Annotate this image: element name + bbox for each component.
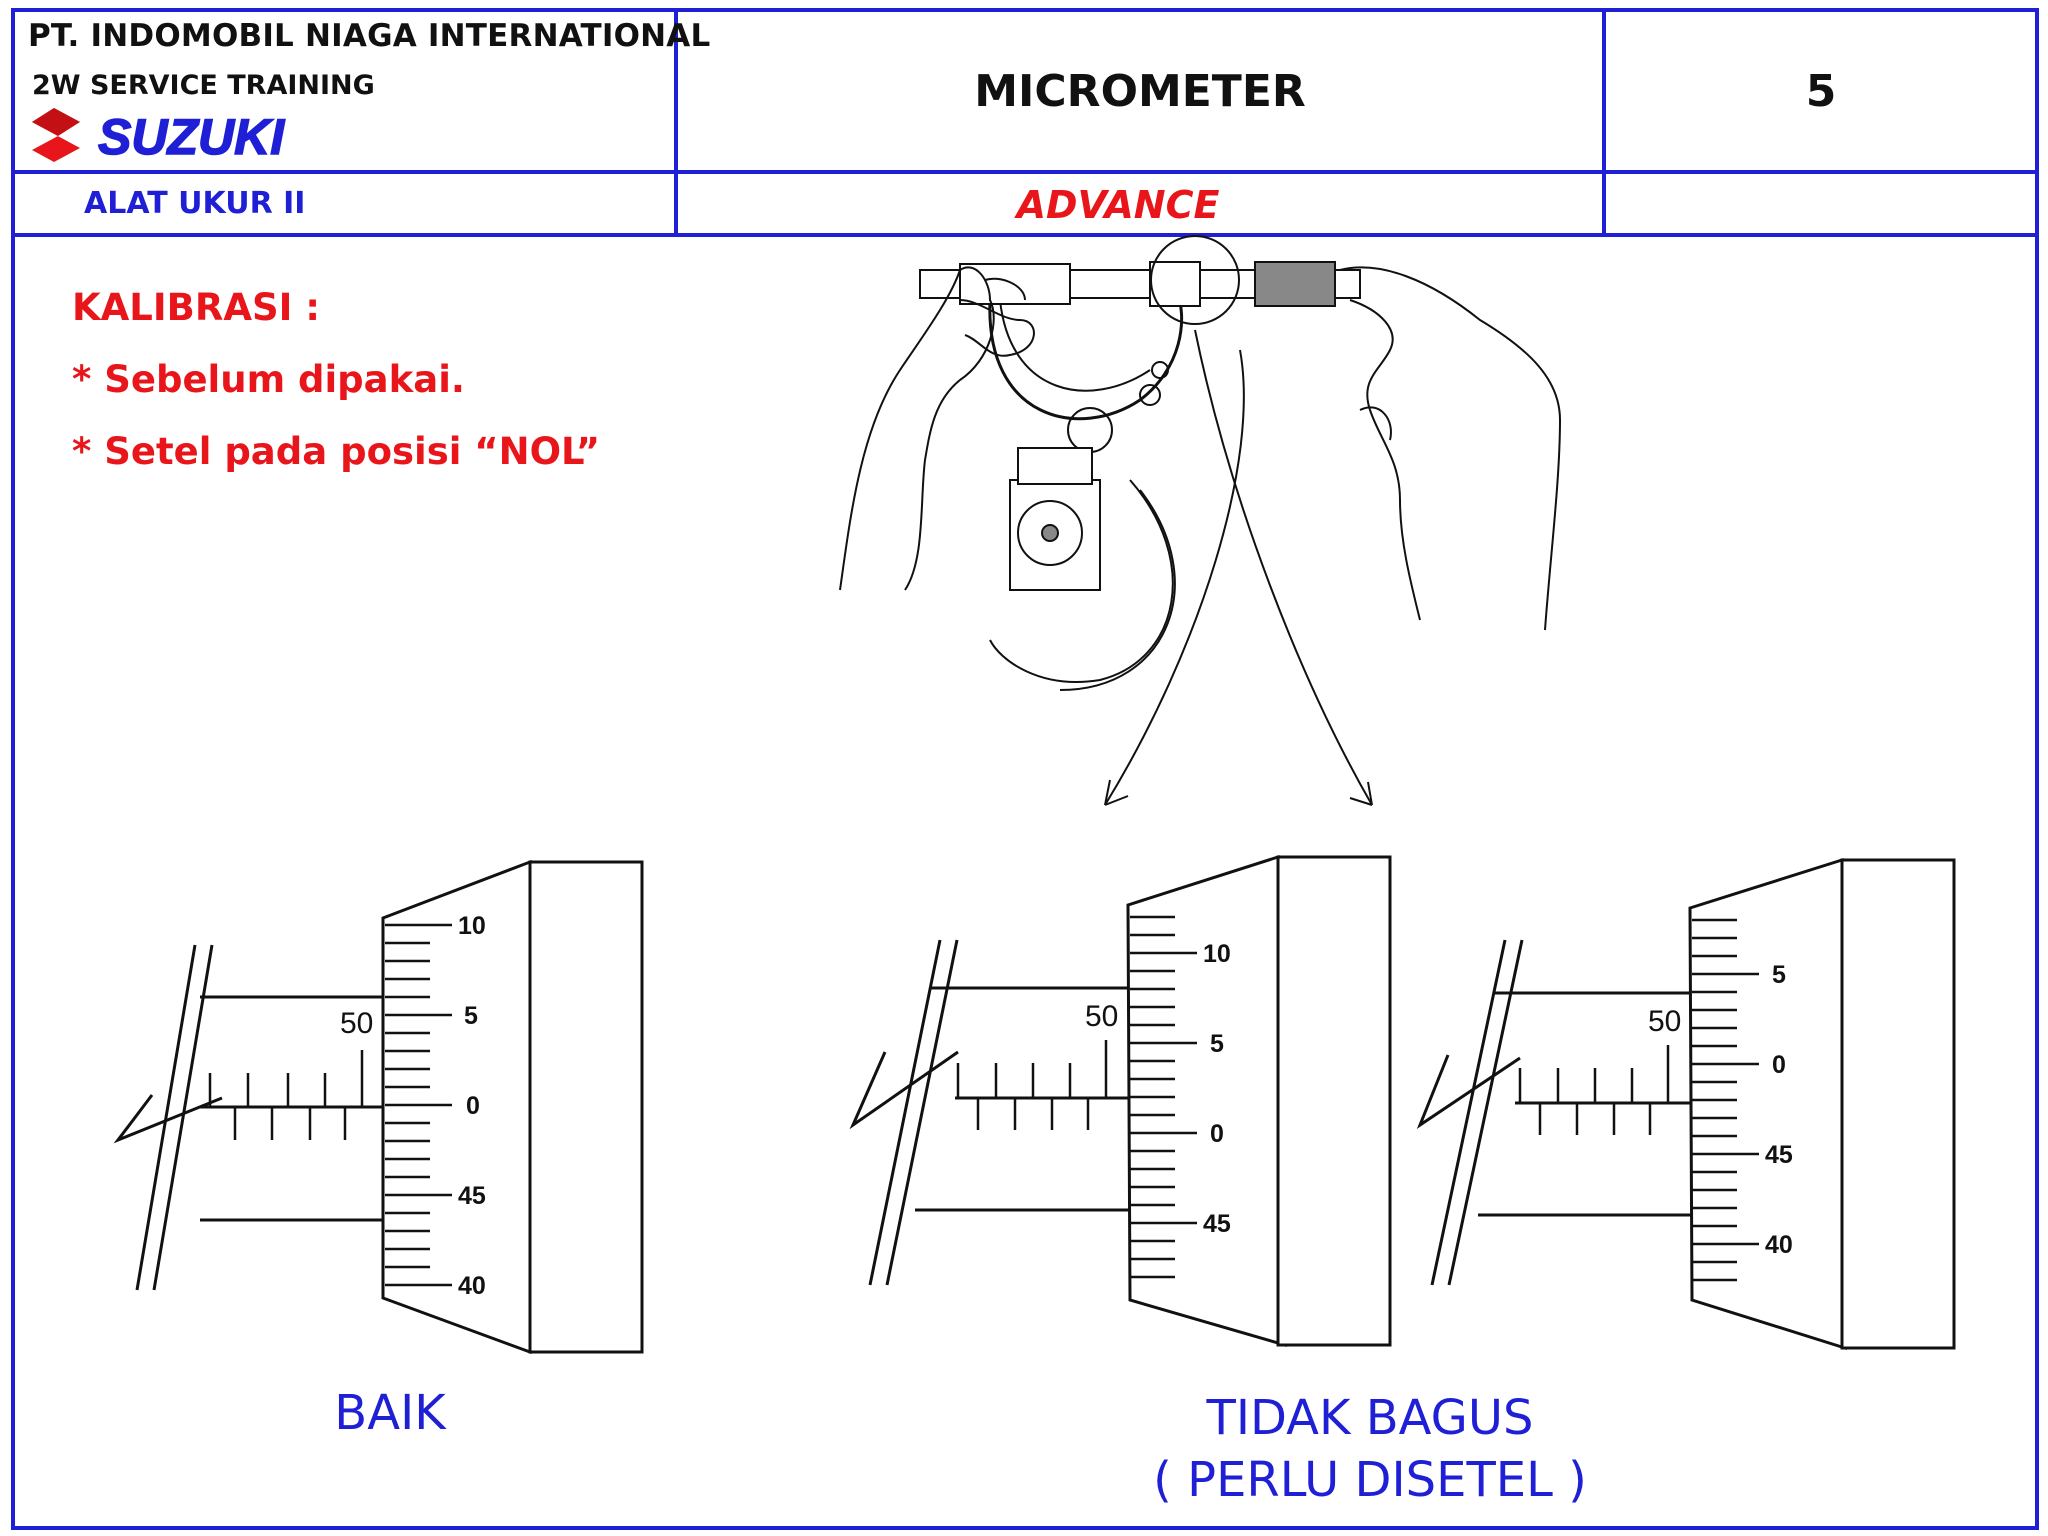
column-divider-2: [1602, 8, 1606, 233]
calibration-point-2: * Setel pada posisi “NOL”: [72, 430, 601, 473]
column-divider-1: [674, 8, 678, 233]
header-divider: [11, 170, 2039, 174]
gauge-1-tick-2: 0: [466, 1092, 480, 1120]
gauge-3-tick-0: 5: [1772, 961, 1786, 989]
gauge-1-tick-1: 5: [464, 1002, 478, 1030]
caption-good: BAIK: [334, 1385, 446, 1441]
company-name: PT. INDOMOBIL NIAGA INTERNATIONAL: [28, 18, 711, 54]
calibration-point-1: * Sebelum dipakai.: [72, 358, 465, 401]
gauge-2-tick-2: 0: [1210, 1120, 1224, 1148]
page-title: MICROMETER: [974, 66, 1306, 117]
suzuki-logo-icon: SUZUKI: [32, 108, 322, 166]
gauge-3-tick-2: 45: [1765, 1141, 1793, 1169]
gauge-3-tick-1: 0: [1772, 1051, 1786, 1079]
level-label: ADVANCE: [1016, 183, 1220, 227]
gauge-2-tick-0: 10: [1203, 940, 1231, 968]
subheader-divider: [11, 233, 2039, 237]
page-number: 5: [1805, 66, 1837, 117]
page-frame: [11, 8, 2039, 1530]
training-label: 2W SERVICE TRAINING: [32, 70, 375, 101]
gauge-1-tick-4: 40: [458, 1272, 486, 1300]
brand-text: SUZUKI: [98, 109, 285, 162]
gauge-2-tick-1: 5: [1210, 1030, 1224, 1058]
section-label: ALAT UKUR II: [84, 186, 306, 221]
caption-bad-line1: TIDAK BAGUS: [1206, 1390, 1534, 1446]
gauge-1-tick-0: 10: [458, 912, 486, 940]
gauge-2-tick-3: 45: [1203, 1210, 1231, 1238]
gauge-2-sleeve-label: 50: [1085, 1000, 1118, 1033]
gauge-1-tick-3: 45: [458, 1182, 486, 1210]
calibration-heading: KALIBRASI :: [72, 286, 321, 329]
gauge-3-sleeve-label: 50: [1648, 1005, 1681, 1038]
gauge-tidak-bagus-2: [1416, 857, 1956, 1351]
caption-bad-line2: ( PERLU DISETEL ): [1153, 1452, 1587, 1508]
gauge-1-sleeve-label: 50: [340, 1007, 373, 1040]
gauge-tidak-bagus-1: [849, 854, 1392, 1348]
gauge-baik: [113, 859, 644, 1355]
gauge-3-tick-3: 40: [1765, 1231, 1793, 1259]
